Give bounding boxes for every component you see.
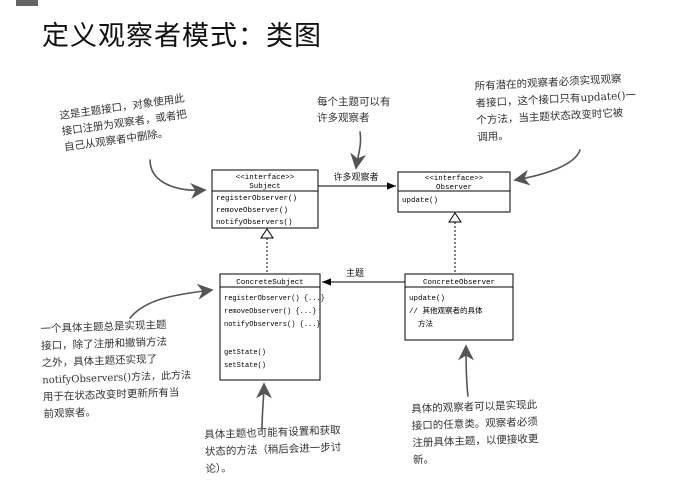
association-label-subject: 主题 bbox=[346, 267, 364, 279]
note-concrete-subject-line-2: 接口，除了注册和撤销方法 bbox=[41, 335, 167, 352]
concrete-subject-name: ConcreteSubject bbox=[236, 279, 304, 287]
concrete-subject-method-remove: removeObserver() {...} bbox=[224, 308, 316, 316]
observer-class: <<interface>> Observer update() bbox=[397, 171, 511, 213]
arrow-to-concrete-subject bbox=[129, 283, 214, 319]
note-concrete-subject-line-5: 用于在状态改变时更新所有当 bbox=[43, 386, 180, 404]
note-observer-interface: 所有潜在的观察者必须实现观察 者接口，这个接口只有update()一 个方法，当… bbox=[474, 72, 637, 144]
note-observer-interface-line-1: 所有潜在的观察者必须实现观察 bbox=[474, 72, 622, 93]
note-observer-interface-line-3: 个方法，当主题状态改变时它被 bbox=[476, 106, 624, 127]
observer-stereotype: <<interface>> bbox=[425, 175, 484, 183]
note-concrete-observer-line-3: 注册具体主题，以便接收更 bbox=[412, 432, 539, 449]
arrow-to-observer bbox=[513, 149, 581, 186]
subject-stereotype: <<interface>> bbox=[236, 174, 295, 182]
note-many-observers-line-2: 许多观察者 bbox=[317, 111, 370, 124]
note-concrete-observer-line-1: 具体的观察者可以是实现此 bbox=[411, 398, 538, 415]
concrete-observer-comment-2: 方法 bbox=[418, 318, 433, 329]
observer-method-update: update() bbox=[402, 197, 438, 205]
note-concrete-subject-line-6: 前观察者。 bbox=[43, 406, 96, 421]
observer-name: Observer bbox=[436, 184, 472, 192]
note-concrete-observer-line-2: 接口的任意类。观察者必须 bbox=[412, 415, 539, 432]
note-state-methods-line-2: 状态的方法（稍后会进一步讨 bbox=[205, 440, 342, 458]
note-state-methods-line-3: 论）。 bbox=[205, 461, 232, 475]
note-concrete-subject-line-4: notifyObservers()方法，此方法 bbox=[42, 368, 191, 386]
arrow-to-state-methods bbox=[255, 382, 272, 431]
concrete-subject-method-notify: notifyObservers() {...} bbox=[224, 321, 321, 329]
subject-class: <<interface>> Subject registerObserver()… bbox=[211, 169, 319, 229]
association-label-many: 许多观察者 bbox=[333, 171, 378, 183]
note-state-methods: 具体主题也可能有设置和获取 状态的方法（稍后会进一步讨 论）。 bbox=[204, 424, 342, 476]
observer-realization-triangle bbox=[448, 212, 462, 223]
concrete-observer-method-update: update() bbox=[409, 295, 445, 303]
arrow-to-concrete-observer bbox=[458, 344, 475, 397]
note-concrete-subject-line-3: 之外，具体主题还实现了 bbox=[41, 352, 157, 369]
note-observer-interface-line-2: 者接口，这个接口只有update()一 bbox=[475, 88, 637, 109]
concrete-observer-comment-1: // 其他观察者的具体 bbox=[409, 305, 483, 316]
note-many-observers-line-1: 每个主题可以有 bbox=[317, 95, 391, 108]
note-concrete-observer-line-4: 新。 bbox=[413, 453, 434, 467]
note-concrete-subject-line-1: 一个具体主题总是实现主题 bbox=[40, 318, 167, 335]
subject-name: Subject bbox=[249, 183, 281, 191]
note-concrete-observer: 具体的观察者可以是实现此 接口的任意类。观察者必须 注册具体主题，以便接收更 新… bbox=[411, 398, 539, 467]
note-state-methods-line-1: 具体主题也可能有设置和获取 bbox=[204, 424, 341, 442]
concrete-subject-class: ConcreteSubject registerObserver() {...}… bbox=[219, 273, 325, 381]
note-many-observers: 每个主题可以有 许多观察者 bbox=[317, 95, 391, 124]
page-corner-mark bbox=[16, 0, 38, 6]
concrete-subject-method-getstate: getState() bbox=[224, 349, 266, 357]
arrow-to-subject bbox=[149, 159, 207, 199]
note-subject-interface: 这是主题接口，对象使用此 接口注册为观察者，或者把 自己从观察者中删除。 bbox=[59, 92, 188, 154]
concrete-observer-class: ConcreteObserver update() // 其他观察者的具体 方法 bbox=[404, 273, 514, 341]
subject-method-notify: notifyObservers() bbox=[216, 219, 293, 227]
concrete-subject-method-register: registerObserver() {...} bbox=[224, 295, 325, 303]
arrow-to-association bbox=[350, 131, 367, 170]
concrete-observer-name: ConcreteObserver bbox=[423, 279, 495, 287]
subject-method-register: registerObserver() bbox=[216, 195, 297, 203]
subject-method-remove: removeObserver() bbox=[216, 207, 288, 215]
page-title: 定义观察者模式：类图 bbox=[42, 21, 322, 52]
subject-realization-triangle bbox=[260, 228, 274, 239]
note-concrete-subject: 一个具体主题总是实现主题 接口，除了注册和撤销方法 之外，具体主题还实现了 no… bbox=[40, 318, 191, 421]
concrete-subject-method-setstate: setState() bbox=[224, 362, 266, 370]
note-observer-interface-line-4: 调用。 bbox=[477, 130, 509, 144]
